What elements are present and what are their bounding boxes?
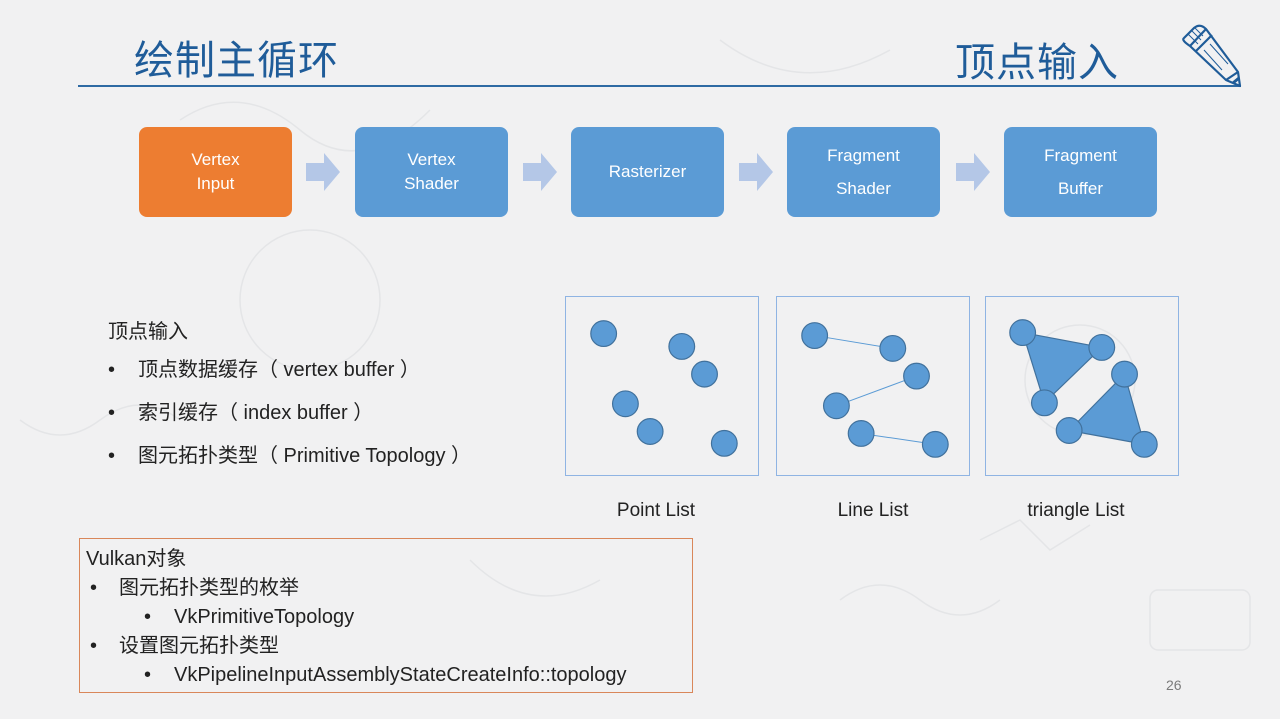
- stage-label: Shader: [836, 179, 891, 198]
- triangle-list-diagram: [985, 296, 1179, 476]
- list-item-text: 图元拓扑类型（ Primitive Topology ）: [138, 445, 472, 467]
- list-item-text: 图元拓扑类型的枚举: [119, 577, 299, 599]
- vertex-point: [590, 320, 618, 348]
- right-arrow-icon: [956, 153, 990, 191]
- list-item-text: 设置图元拓扑类型: [119, 635, 279, 657]
- list-item: • 索引缓存（ index buffer ）: [108, 397, 471, 440]
- point-list-diagram: [565, 296, 759, 476]
- stage-vertex-shader: Vertex Shader: [355, 127, 508, 217]
- vertex-point: [1030, 389, 1058, 417]
- list-item: • 图元拓扑类型的枚举: [86, 574, 692, 603]
- point-list-label: Point List: [616, 500, 696, 521]
- page-number: 26: [1166, 677, 1182, 693]
- list-item: • 图元拓扑类型（ Primitive Topology ）: [108, 440, 471, 483]
- stage-label: Fragment: [827, 146, 900, 165]
- stage-rasterizer: Rasterizer: [571, 127, 724, 217]
- vertex-point: [636, 418, 664, 445]
- stage-fragment-shader: Fragment Shader: [787, 127, 940, 217]
- vertex-point: [801, 322, 829, 350]
- list-item-text: 顶点数据缓存（ vertex buffer ）: [138, 359, 420, 381]
- vertex-point: [1088, 333, 1116, 361]
- line-list-diagram: [776, 296, 970, 476]
- bullet-icon: •: [90, 577, 98, 599]
- right-arrow-icon: [523, 153, 557, 191]
- list-item-text: VkPrimitiveTopology: [174, 606, 355, 628]
- vertex-input-list: • 顶点数据缓存（ vertex buffer ） • 索引缓存（ index bu…: [108, 354, 471, 483]
- vertex-point: [1111, 360, 1138, 388]
- list-item-text: VkPipelineInputAssemblyStateCreateInfo::…: [174, 664, 627, 686]
- bullet-icon: •: [108, 402, 116, 424]
- stage-label: Input: [196, 174, 235, 193]
- vertex-point: [611, 390, 639, 418]
- stage-label: Vertex: [191, 150, 240, 169]
- list-item-text: 索引缓存（ index buffer ）: [138, 402, 374, 424]
- slide-title: 绘制主循环: [134, 39, 339, 83]
- right-arrow-icon: [306, 153, 340, 191]
- vertex-point: [691, 360, 718, 388]
- section-title: 顶点输入: [955, 41, 1119, 85]
- vertex-point: [710, 429, 738, 457]
- vulkan-objects-heading: Vulkan对象: [86, 548, 187, 570]
- list-item: • 顶点数据缓存（ vertex buffer ）: [108, 354, 471, 397]
- bullet-icon: •: [108, 445, 116, 467]
- triangle: [1068, 373, 1145, 445]
- stage-label: Fragment: [1044, 146, 1117, 165]
- stage-label: Vertex: [407, 150, 456, 169]
- vulkan-objects-box: Vulkan对象 • 图元拓扑类型的枚举 • VkPrimitiveTopology…: [79, 538, 693, 693]
- triangle: [1022, 332, 1103, 404]
- bullet-icon: •: [144, 664, 152, 686]
- stage-label: Buffer: [1057, 179, 1104, 198]
- pencil-icon: [1182, 24, 1242, 88]
- title-divider: [78, 85, 1241, 87]
- vertex-point: [1055, 417, 1083, 444]
- vertex-point: [879, 334, 907, 362]
- bullet-icon: •: [108, 359, 116, 381]
- triangle-list-label: triangle List: [1027, 500, 1125, 521]
- stage-vertex-input: Vertex Input: [139, 127, 292, 217]
- vertex-point: [903, 362, 930, 390]
- vertex-point: [1009, 319, 1037, 347]
- vertex-point: [822, 392, 850, 420]
- sub-list-item: • VkPrimitiveTopology: [86, 603, 692, 632]
- right-arrow-icon: [739, 153, 773, 191]
- line-segment: [836, 375, 917, 407]
- stage-label: Shader: [404, 174, 459, 193]
- list-item: • 设置图元拓扑类型: [86, 632, 692, 661]
- vertex-point: [921, 430, 949, 458]
- stage-label: Rasterizer: [608, 162, 687, 181]
- vertex-point: [668, 332, 696, 360]
- vertex-input-heading: 顶点输入: [108, 321, 188, 343]
- stage-fragment-buffer: Fragment Buffer: [1004, 127, 1157, 217]
- bullet-icon: •: [90, 635, 98, 657]
- bullet-icon: •: [144, 606, 152, 628]
- vertex-point: [847, 420, 875, 447]
- sub-list-item: • VkPipelineInputAssemblyStateCreateInfo:…: [86, 661, 692, 690]
- line-list-label: Line List: [837, 500, 909, 521]
- vertex-point: [1130, 430, 1158, 458]
